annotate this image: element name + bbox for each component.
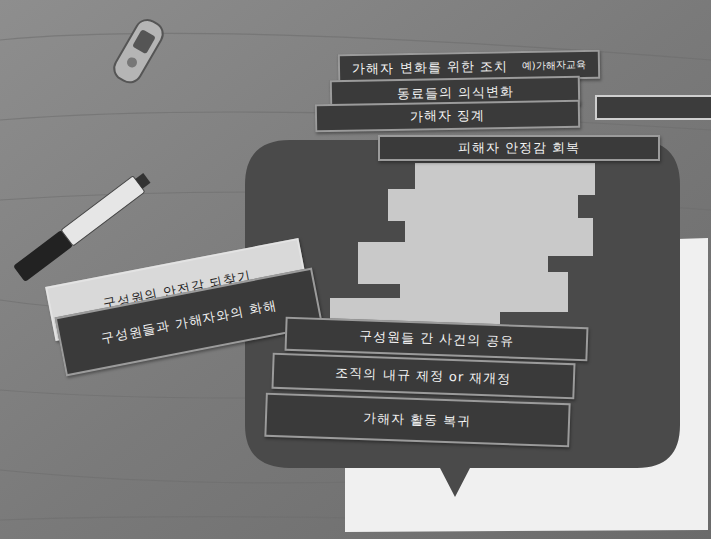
blank-strips: [330, 163, 595, 341]
marker-pen: [13, 170, 153, 282]
strip-text: 동료들의 의식변화: [396, 82, 513, 102]
label-strip: 가해자 징계: [315, 100, 580, 133]
strip-text: 가해자 활동 복귀: [363, 409, 472, 431]
strip-text: 구성원들과 가해자와의 화해: [100, 296, 278, 348]
speech-bubble-board: [245, 140, 680, 497]
phone: [110, 16, 167, 87]
label-strip: 피해자 안정감 회복: [378, 135, 660, 161]
strip-text: 가해자 변화를 위한 조치: [352, 57, 508, 78]
strip-text: 조직의 내규 제정 or 재개정: [335, 364, 511, 388]
strip-text: 피해자 안정감 회복: [458, 139, 580, 157]
strip-text: 가해자 징계: [410, 106, 485, 125]
strip-text: 예)가해자교육: [522, 57, 586, 72]
partial-strip: [596, 96, 711, 119]
strip-text: 구성원들 간 사건의 공유: [359, 327, 515, 350]
